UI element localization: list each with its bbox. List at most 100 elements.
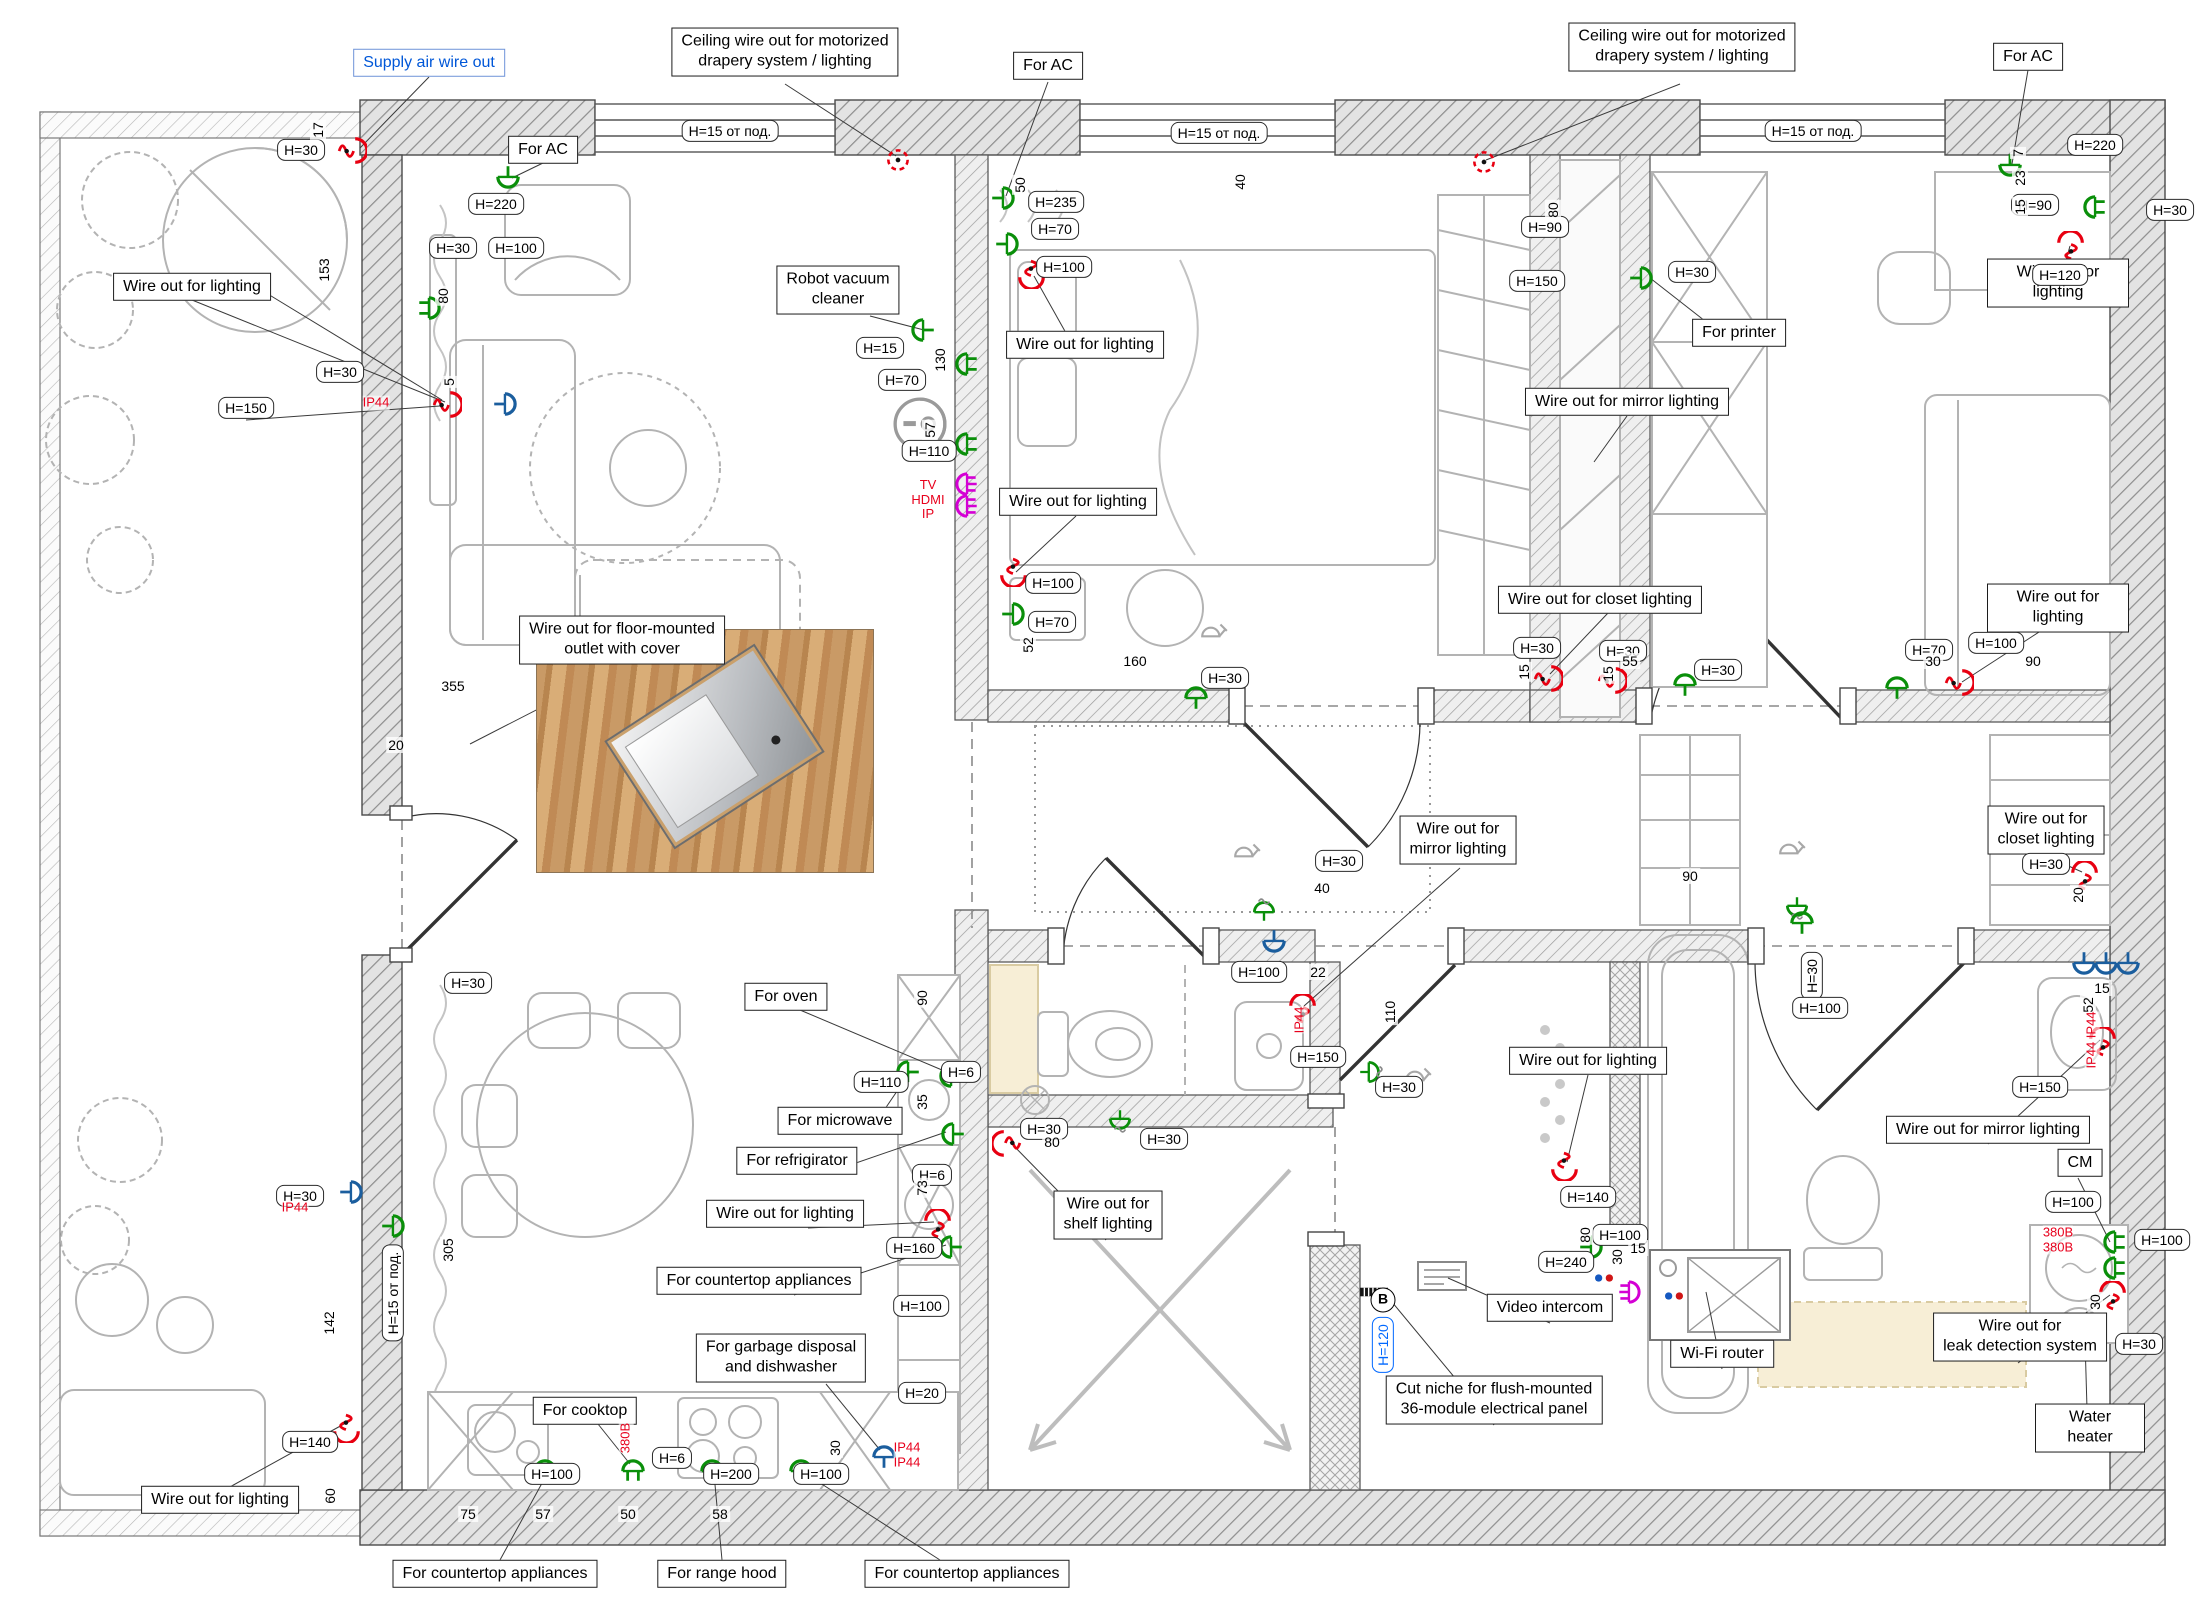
tv-socket-icon — [951, 469, 981, 499]
leader-line — [245, 405, 441, 421]
label-160: 160 — [1121, 653, 1149, 669]
waterproof-socket-icon — [337, 1177, 367, 1207]
leader-line — [1485, 83, 1681, 161]
label-15: 15 — [1628, 1240, 1648, 1256]
label-h-110: H=110 — [853, 1070, 909, 1094]
double-socket-icon — [415, 293, 445, 323]
callout-ceiling-wire-out-for-motorized-drapery-sys: Ceiling wire out for motorized drapery s… — [1568, 22, 1796, 72]
label-h-70: H=70 — [1031, 217, 1079, 241]
callout-wire-out-for-lighting: Wire out for lighting — [999, 487, 1157, 517]
label-15: 15 — [1600, 664, 1616, 684]
socket-icon — [989, 183, 1019, 213]
label-h-20: H=20 — [898, 1381, 946, 1405]
socket-icon — [1882, 672, 1912, 702]
socket-icon — [993, 229, 1023, 259]
callout-cm: CM — [2057, 1148, 2103, 1178]
label-h-30: H=30 — [2022, 852, 2070, 876]
socket-icon — [1181, 682, 1211, 712]
label-h-70: H=70 — [1028, 610, 1076, 634]
callout-wire-out-for-mirror-lighting: Wire out for mirror lighting — [1885, 1115, 2091, 1145]
waterproof-socket-icon — [491, 389, 521, 419]
label-50: 50 — [1012, 175, 1028, 195]
callout-for-cooktop: For cooktop — [532, 1396, 638, 1426]
callout-for-countertop-appliances: For countertop appliances — [392, 1559, 598, 1589]
socket-icon — [379, 1211, 409, 1241]
double-socket-icon — [618, 1455, 648, 1485]
label-h-150: H=150 — [1290, 1045, 1346, 1069]
label-h-15-от-под: H=15 от под. — [1764, 119, 1862, 143]
double-socket-icon — [951, 429, 981, 459]
callout-wire-out-for-lighting: Wire out for lighting — [1006, 330, 1164, 360]
wire-out-icon — [1944, 667, 1974, 697]
socket-icon — [937, 1119, 967, 1149]
callout-robot-vacuum-cleaner: Robot vacuum cleaner — [776, 265, 900, 315]
label-22: 22 — [1308, 964, 1328, 980]
waterproof-socket-icon — [869, 1441, 899, 1471]
socket-icon — [1787, 907, 1817, 937]
ceiling-wire-icon — [883, 145, 913, 175]
callout-for-printer: For printer — [1692, 318, 1786, 348]
label-57: 57 — [922, 420, 938, 440]
callout-for-ac: For AC — [1013, 51, 1083, 81]
tv-socket-icon — [951, 491, 981, 521]
socket-icon — [999, 599, 1029, 629]
panel-mark-b: B — [1370, 1287, 1396, 1313]
label-90: 90 — [2023, 653, 2043, 669]
ceiling-wire-icon — [1469, 147, 1499, 177]
label-h-30: H=30 — [1140, 1127, 1188, 1151]
dashed-lines — [401, 705, 1965, 1245]
label-h-120: H=120 — [1371, 1317, 1395, 1373]
label-h-100: H=100 — [793, 1462, 849, 1486]
label-h-150: H=150 — [1509, 269, 1565, 293]
label-ip44: IP44 — [281, 1199, 309, 1216]
label-h-30: H=30 — [1800, 952, 1824, 1000]
label-h-90: H=90 — [1521, 215, 1569, 239]
label-30: 30 — [1923, 653, 1943, 669]
label-55: 55 — [1620, 653, 1640, 669]
label-80: 80 — [1577, 1225, 1593, 1245]
label-h-15-от-под: H=15 от под. — [1170, 121, 1268, 145]
label-60: 60 — [322, 1486, 338, 1506]
wire-out-icon — [999, 557, 1029, 587]
label-h-30: H=30 — [277, 138, 325, 162]
callout-for-garbage-disposal-and-dishwasher: For garbage disposal and dishwasher — [695, 1333, 867, 1383]
leader-line — [1566, 1074, 1589, 1163]
label-80: 80 — [1042, 1134, 1062, 1150]
label-h-220: H=220 — [2067, 133, 2123, 157]
label-57: 57 — [533, 1506, 553, 1522]
label-110: 110 — [1382, 998, 1398, 1026]
label-h-30: H=30 — [1513, 636, 1561, 660]
double-socket-icon — [951, 349, 981, 379]
callout-wire-out-for-mirror-lighting: Wire out for mirror lighting — [1399, 815, 1517, 865]
label-80: 80 — [1545, 200, 1561, 220]
leader-line — [1593, 415, 1628, 463]
label-h-100: H=100 — [524, 1462, 580, 1486]
socket-icon — [1670, 669, 1700, 699]
inner-walls — [954, 154, 2111, 1491]
switch-icon — [1249, 894, 1279, 924]
label-17: 17 — [310, 120, 326, 140]
label-15: 15 — [1516, 662, 1532, 682]
label-h-30: H=30 — [444, 971, 492, 995]
wire-out-icon — [922, 1209, 952, 1239]
label-30: 30 — [827, 1438, 843, 1458]
label-h-15: H=15 — [856, 336, 904, 360]
leader-line — [802, 1471, 941, 1561]
label-75: 75 — [458, 1506, 478, 1522]
callout-for-countertop-appliances: For countertop appliances — [864, 1559, 1070, 1589]
leader-line — [499, 1473, 548, 1561]
label-15: 15 — [2012, 197, 2028, 217]
label-90: 90 — [1680, 868, 1700, 884]
leader-line — [1549, 612, 1609, 675]
label-h-15-от-под: H=15 от под. — [381, 1244, 405, 1342]
label-h-6: H=6 — [940, 1060, 982, 1084]
label-90: 90 — [914, 988, 930, 1008]
label-h-100: H=100 — [1036, 255, 1092, 279]
callout-for-oven: For oven — [744, 982, 828, 1012]
leader-line — [825, 1383, 881, 1451]
wall-lamp-icon — [1777, 834, 1807, 864]
label-h-140: H=140 — [282, 1430, 338, 1454]
